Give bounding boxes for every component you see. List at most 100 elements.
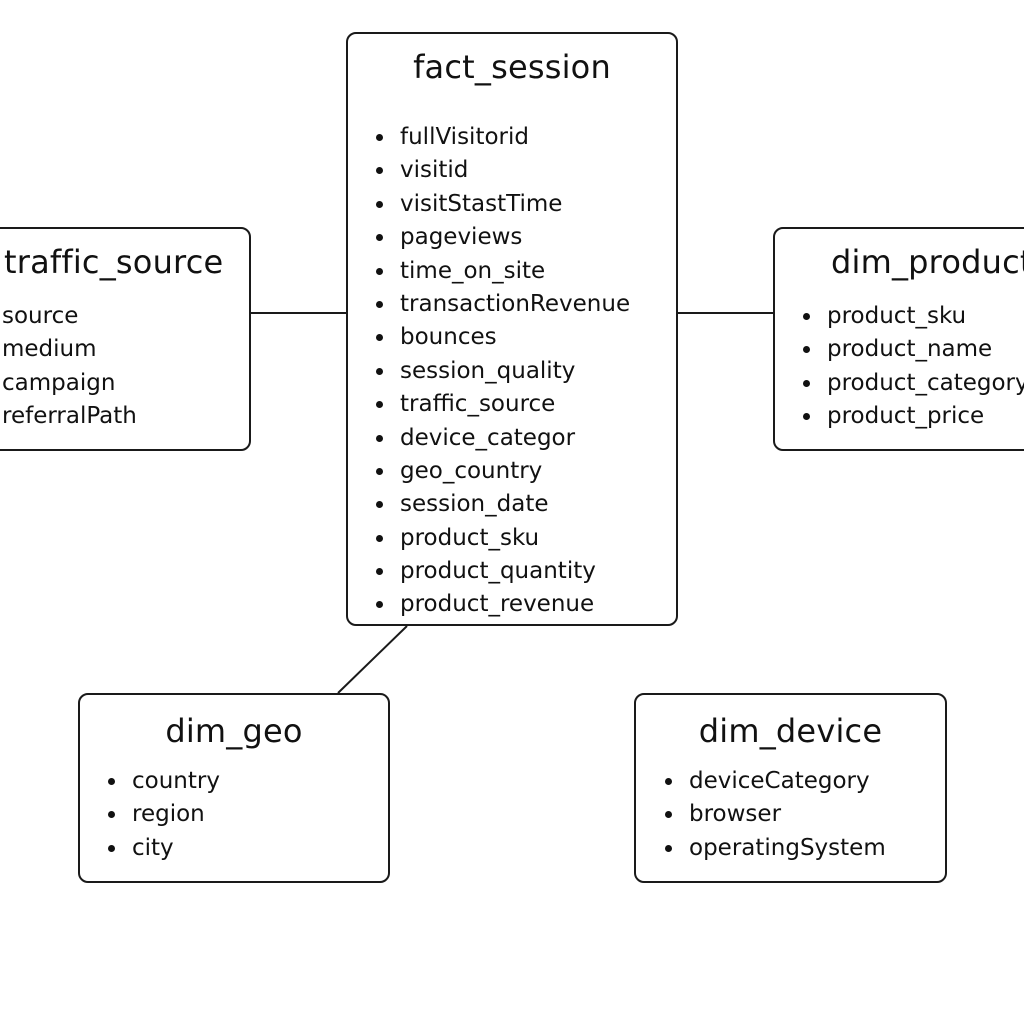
field-name: geo_country bbox=[400, 457, 543, 484]
field-name: medium bbox=[2, 336, 97, 363]
bullet-icon bbox=[803, 313, 810, 320]
field-item: referralPath bbox=[2, 400, 137, 433]
field-item: session_quality bbox=[376, 355, 630, 388]
field-item: transactionRevenue bbox=[376, 288, 631, 321]
field-item: product_sku bbox=[376, 522, 630, 555]
field-item: medium bbox=[2, 333, 137, 366]
field-list: country region city bbox=[108, 765, 220, 865]
bullet-icon bbox=[376, 601, 383, 609]
entity-title: traffic_source bbox=[4, 243, 224, 281]
field-list: fullVisitorid visitid visitStastTime pagevi… bbox=[376, 121, 631, 622]
field-name: traffic_source bbox=[400, 391, 556, 418]
field-item: country bbox=[108, 765, 220, 798]
field-item: product_quantity bbox=[376, 555, 630, 588]
bullet-icon bbox=[108, 811, 115, 819]
bullet-icon bbox=[803, 413, 810, 421]
field-name: pageviews bbox=[400, 224, 523, 251]
field-item: product_price bbox=[803, 400, 1024, 433]
field-item: geo_country bbox=[376, 455, 630, 488]
entity-dim-geo: dim_geo country region city bbox=[78, 693, 390, 883]
field-name: city bbox=[132, 834, 174, 861]
field-item: time_on_site bbox=[376, 255, 630, 288]
entity-title: dim_product bbox=[831, 243, 1024, 281]
field-list: source medium campaign referralPath bbox=[2, 300, 137, 434]
field-name: deviceCategory bbox=[689, 768, 870, 794]
field-item: browser bbox=[665, 798, 886, 831]
field-name: time_on_site bbox=[400, 257, 546, 284]
bullet-icon bbox=[665, 778, 672, 785]
field-name: device_categor bbox=[400, 424, 576, 451]
entity-dim-device: dim_device deviceCategory browser operatin… bbox=[634, 693, 947, 883]
field-item: deviceCategory bbox=[665, 765, 886, 798]
bullet-icon bbox=[108, 844, 115, 852]
bullet-icon bbox=[376, 167, 383, 175]
field-item: product_sku bbox=[803, 300, 1024, 333]
field-name: transactionRevenue bbox=[400, 290, 631, 317]
field-name: source bbox=[2, 303, 79, 329]
entity-title: dim_device bbox=[698, 712, 883, 750]
bullet-icon bbox=[803, 346, 810, 354]
field-name: browser bbox=[689, 801, 782, 828]
bullet-icon bbox=[376, 200, 383, 208]
field-name: product_category bbox=[827, 369, 1024, 396]
field-item: visitid bbox=[376, 154, 630, 187]
field-name: product_name bbox=[827, 336, 993, 363]
field-item: device_categor bbox=[376, 422, 630, 455]
entity-title: fact_session bbox=[413, 48, 611, 86]
bullet-icon bbox=[665, 844, 672, 852]
bullet-icon bbox=[803, 379, 810, 387]
entity-title: dim_geo bbox=[165, 712, 303, 750]
bullet-icon bbox=[376, 434, 383, 442]
field-item: traffic_source bbox=[376, 388, 630, 421]
bullet-icon bbox=[376, 134, 383, 141]
field-name: product_price bbox=[827, 403, 985, 430]
bullet-icon bbox=[665, 811, 672, 819]
entity-fact-session: fact_session fullVisitorid visitid visitSt… bbox=[346, 32, 678, 626]
field-name: bounces bbox=[400, 324, 497, 351]
field-item: fullVisitorid bbox=[376, 121, 630, 154]
field-name: fullVisitorid bbox=[400, 124, 529, 150]
field-item: visitStastTime bbox=[376, 188, 630, 221]
entity-traffic-source: traffic_source source medium campaign refer… bbox=[0, 227, 251, 451]
field-item: bounces bbox=[376, 321, 630, 354]
field-item: product_category bbox=[803, 367, 1024, 400]
field-name: region bbox=[132, 801, 205, 828]
field-name: session_date bbox=[400, 491, 549, 518]
field-item: session_date bbox=[376, 488, 630, 521]
bullet-icon bbox=[376, 234, 383, 242]
field-name: country bbox=[132, 768, 220, 794]
field-name: product_revenue bbox=[400, 591, 595, 618]
bullet-icon bbox=[376, 367, 383, 375]
field-name: campaign bbox=[2, 369, 116, 396]
bullet-icon bbox=[376, 467, 383, 475]
bullet-icon bbox=[376, 334, 383, 342]
field-item: city bbox=[108, 832, 220, 865]
field-item: region bbox=[108, 798, 220, 831]
bullet-icon bbox=[108, 778, 115, 785]
field-name: product_sku bbox=[400, 524, 540, 551]
bullet-icon bbox=[376, 300, 383, 308]
field-item: product_revenue bbox=[376, 588, 630, 621]
field-item: source bbox=[2, 300, 137, 333]
field-name: visitid bbox=[400, 157, 469, 184]
field-name: product_quantity bbox=[400, 558, 596, 585]
field-name: product_sku bbox=[827, 303, 967, 329]
field-item: pageviews bbox=[376, 221, 630, 254]
field-list: deviceCategory browser operatingSystem bbox=[665, 765, 886, 865]
field-item: campaign bbox=[2, 367, 137, 400]
field-name: operatingSystem bbox=[689, 834, 886, 861]
bullet-icon bbox=[376, 267, 383, 275]
bullet-icon bbox=[376, 534, 383, 542]
field-item: operatingSystem bbox=[665, 832, 886, 865]
field-name: referralPath bbox=[2, 403, 137, 430]
field-name: session_quality bbox=[400, 357, 576, 384]
field-item: product_name bbox=[803, 333, 1024, 366]
bullet-icon bbox=[376, 568, 383, 576]
connector-fact-to-dim-geo bbox=[337, 625, 408, 694]
field-name: visitStastTime bbox=[400, 190, 563, 217]
bullet-icon bbox=[376, 501, 383, 509]
bullet-icon bbox=[376, 401, 383, 409]
